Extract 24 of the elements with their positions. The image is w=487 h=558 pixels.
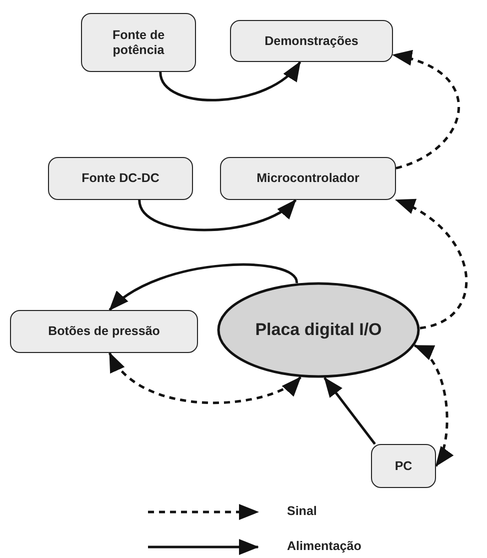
node-label: Demonstrações	[264, 34, 358, 48]
node-label: Fonte de potência	[111, 28, 166, 58]
dashed-arrow	[414, 344, 452, 467]
arrow	[138, 199, 296, 232]
arrow	[324, 377, 376, 445]
process-box	[81, 13, 196, 72]
node-label: Microcontrolador	[256, 171, 360, 186]
legend-label: Sinal	[287, 504, 317, 518]
node-label: Placa digital I/O	[255, 320, 382, 340]
ellipse-node	[217, 282, 420, 378]
dashed-arrow	[392, 51, 460, 170]
legend-label: Alimentação	[287, 539, 362, 553]
node-label: PC	[394, 458, 412, 474]
arrow	[108, 263, 298, 311]
process-box	[10, 310, 198, 353]
process-box	[371, 444, 436, 488]
arrow	[159, 61, 302, 102]
process-box	[220, 157, 396, 200]
process-box	[48, 157, 193, 200]
node-label: Fonte DC-DC	[82, 171, 160, 186]
node-label: Botões de pressão	[48, 324, 160, 339]
process-box	[230, 20, 393, 62]
dashed-arrow	[108, 352, 302, 404]
dashed-arrow	[395, 198, 468, 330]
